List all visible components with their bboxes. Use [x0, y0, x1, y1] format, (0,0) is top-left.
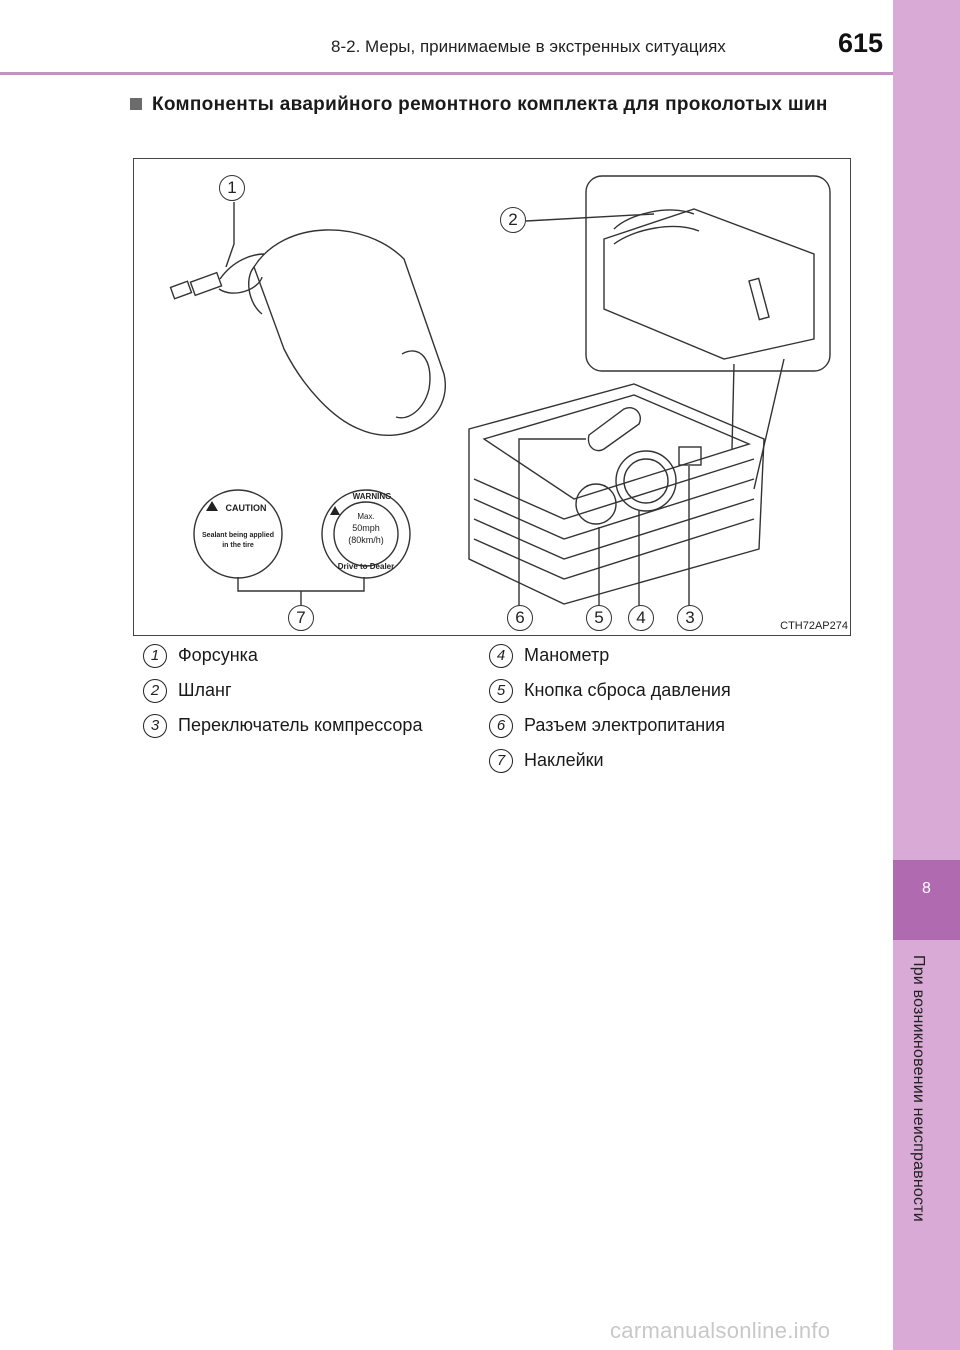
legend-text: Шланг	[178, 680, 232, 700]
callout-5: 5	[586, 605, 612, 631]
caution-sticker-line2: in the tire	[222, 542, 254, 549]
hose-line	[218, 253, 265, 294]
caution-sticker	[193, 489, 283, 579]
legend-text: Кнопка сброса давления	[524, 680, 731, 700]
power-plug	[587, 407, 641, 452]
bottle-cap	[395, 350, 431, 419]
callout-7: 7	[288, 605, 314, 631]
callout-4: 4	[628, 605, 654, 631]
nozzle-tip	[169, 280, 193, 300]
legend-number: 3	[143, 714, 167, 738]
repair-kit-illustration: CAUTION Sealant being applied in the tir…	[133, 158, 851, 636]
warning-triangle-icon	[330, 506, 340, 515]
callout-1: 1	[219, 175, 245, 201]
repair-kit-drawing: CAUTION Sealant being applied in the tir…	[169, 175, 831, 619]
section-bullet-icon	[130, 98, 142, 110]
caution-triangle-icon	[206, 501, 218, 511]
nozzle-body	[189, 271, 223, 297]
legend-number: 2	[143, 679, 167, 703]
section-title: Компоненты аварийного ремонтного комплек…	[152, 94, 828, 115]
hose-detail-inset	[585, 175, 831, 372]
pressure-release-button	[575, 483, 617, 525]
page-number: 615	[838, 28, 884, 58]
callout-2: 2	[500, 207, 526, 233]
figure-code: CTH72AP274	[780, 620, 848, 632]
bottle-ring	[248, 266, 263, 315]
legend-number: 7	[489, 749, 513, 773]
warning-sticker	[321, 489, 411, 579]
warning-sticker-heading: WARNING	[353, 492, 392, 501]
compressor-top	[482, 394, 752, 500]
warning-sticker-line2: 50mph	[352, 523, 380, 533]
warning-sticker-line3: (80km/h)	[348, 535, 384, 545]
callout-6: 6	[507, 605, 533, 631]
chapter-side-tab	[893, 0, 960, 1350]
warning-sticker-line1: Max.	[357, 512, 374, 521]
legend-text: Переключатель компрессора	[178, 715, 423, 735]
footer-watermark[interactable]: carmanualsonline.info	[610, 1318, 831, 1343]
legend-number: 5	[489, 679, 513, 703]
callout-3: 3	[677, 605, 703, 631]
chapter-title: При возникновении неисправности	[910, 955, 927, 1222]
legend-text: Манометр	[524, 645, 610, 665]
legend-text: Наклейки	[524, 750, 604, 770]
compressor-body	[468, 383, 765, 605]
pressure-gauge	[615, 450, 677, 512]
sealant-bottle	[253, 229, 446, 436]
legend-text: Форсунка	[178, 645, 258, 665]
chapter-number-block	[893, 860, 960, 940]
legend-number: 4	[489, 644, 513, 668]
caution-sticker-line1: Sealant being applied	[202, 532, 274, 539]
chapter-number: 8	[922, 880, 931, 897]
legend-number: 6	[489, 714, 513, 738]
legend-number: 1	[143, 644, 167, 668]
compressor-switch	[678, 446, 702, 466]
header-divider	[0, 72, 893, 75]
compressor-side-ribs	[473, 458, 755, 580]
legend-text: Разъем электропитания	[524, 715, 725, 735]
warning-sticker-footer: Drive to Dealer	[338, 562, 394, 571]
running-header: 8-2. Меры, принимаемые в экстренных ситу…	[331, 37, 726, 56]
caution-sticker-heading: CAUTION	[226, 503, 267, 513]
